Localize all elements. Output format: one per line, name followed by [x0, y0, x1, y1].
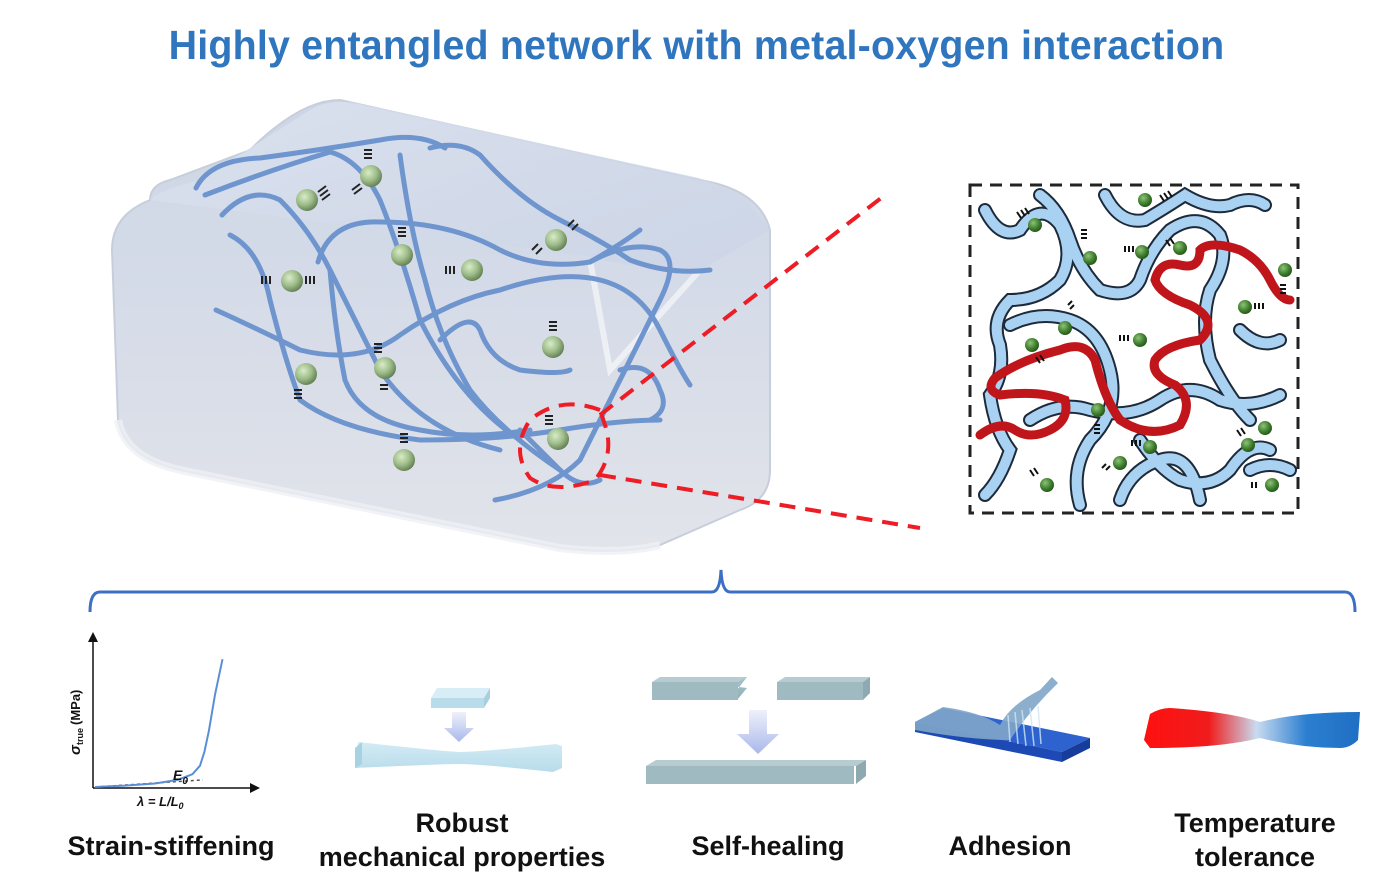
stress-strain-curve	[94, 658, 224, 788]
annotation-e0: E0	[173, 767, 188, 787]
zoom-metal-ions	[1025, 193, 1292, 492]
metal-ion	[393, 433, 415, 471]
self-healing-illustration	[646, 677, 870, 784]
zoom-indicator	[518, 193, 921, 530]
robust-illustration	[355, 688, 562, 772]
label-adhesion: Adhesion	[948, 831, 1072, 861]
zoom-line-bottom	[599, 473, 921, 530]
down-arrow-icon	[444, 712, 474, 742]
metal-ion	[294, 363, 317, 399]
metal-ion	[391, 227, 413, 266]
metal-ion	[542, 321, 564, 358]
metal-ion	[531, 219, 579, 255]
zoom-blue-chains	[978, 186, 1297, 512]
label-robust-line2: mechanical properties	[318, 842, 606, 872]
temperature-illustration	[1144, 708, 1360, 748]
label-temperature-line2: tolerance	[1194, 842, 1316, 872]
label-self-healing: Self-healing	[691, 831, 845, 861]
metal-ion	[261, 270, 315, 292]
metal-ion	[374, 343, 396, 390]
label-robust: Robust mechanical properties	[300, 806, 624, 874]
zoom-circle	[518, 402, 611, 490]
polymer-chains	[193, 134, 713, 503]
y-axis-label: σtrue(MPa)	[67, 690, 85, 755]
metal-ion	[351, 149, 382, 195]
x-axis-label: λ = L/L0	[136, 794, 184, 811]
adhesion-illustration	[915, 677, 1090, 762]
zoom-coordination-bonds	[1016, 190, 1286, 488]
zoom-panel	[968, 183, 1300, 515]
zoom-red-chains	[975, 240, 1295, 440]
metal-ion	[545, 415, 569, 450]
label-robust-line1: Robust	[415, 808, 509, 838]
metal-ions	[261, 149, 579, 471]
label-temperature: Temperature tolerance	[1150, 806, 1360, 874]
bracket	[88, 569, 1357, 613]
label-temperature-line1: Temperature	[1174, 808, 1336, 838]
metal-ion	[445, 259, 483, 281]
metal-ion	[296, 185, 331, 211]
down-arrow-icon	[737, 710, 779, 754]
x-axis-arrow	[250, 783, 260, 793]
page-title: Highly entangled network with metal-oxyg…	[168, 22, 1225, 68]
zoom-line-top	[598, 193, 887, 417]
label-strain-stiffening: Strain-stiffening	[67, 831, 275, 861]
stress-strain-chart: E0 λ = L/L0 σtrue(MPa)	[67, 632, 260, 811]
y-axis-arrow	[88, 632, 98, 642]
